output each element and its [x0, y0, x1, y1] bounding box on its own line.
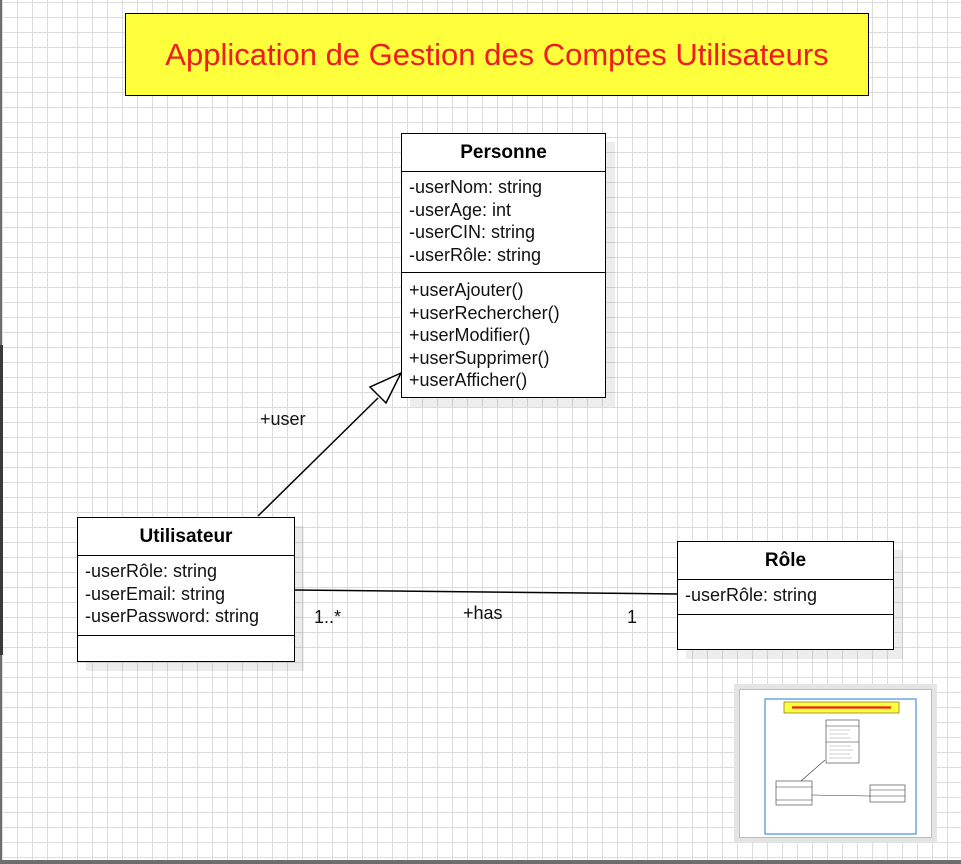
generalization-arrowhead [368, 371, 403, 405]
attribute-line: -userCIN: string [409, 222, 536, 242]
association-label[interactable]: +has [463, 603, 503, 623]
diagram-title: Application de Gestion des Comptes Utili… [165, 36, 829, 72]
method-line: +userSupprimer() [409, 347, 550, 368]
attribute-line: -userNom: string [409, 177, 543, 197]
class-role-name: Rôle [678, 542, 893, 580]
attribute-line: -userPassword: string [85, 606, 260, 626]
attribute-line: -userRôle: string [409, 244, 542, 265]
class-personne[interactable]: Personne -userNom: string -userAge: int … [401, 133, 606, 398]
class-role-methods [678, 615, 893, 623]
attribute-line: -userEmail: string [85, 583, 226, 604]
class-personne-methods: +userAjouter() +userRechercher() +userMo… [402, 273, 605, 396]
diagram-title-box[interactable]: Application de Gestion des Comptes Utili… [125, 13, 869, 96]
method-line: +userAjouter() [409, 280, 524, 300]
class-utilisateur-methods [78, 636, 294, 644]
method-line: +userRechercher() [409, 302, 560, 323]
class-utilisateur-name: Utilisateur [78, 518, 294, 556]
class-role-attributes: -userRôle: string [678, 580, 893, 615]
source-multiplicity-label[interactable]: 1..* [314, 607, 342, 627]
target-multiplicity-label[interactable]: 1 [627, 607, 638, 627]
diagram-outline-minimap[interactable] [739, 689, 932, 838]
canvas-left-border-shadow [0, 345, 3, 655]
class-personne-name: Personne [402, 134, 605, 172]
method-line: +userModifier() [409, 325, 531, 345]
generalization-label[interactable]: +user [260, 409, 306, 429]
attribute-line: -userRôle: string [85, 561, 218, 581]
class-utilisateur-attributes: -userRôle: string -userEmail: string -us… [78, 556, 294, 636]
canvas-bottom-border [0, 860, 961, 864]
class-personne-attributes: -userNom: string -userAge: int -userCIN:… [402, 172, 605, 273]
attribute-line: -userAge: int [409, 199, 512, 220]
minimap-preview [764, 698, 917, 835]
attribute-line: -userRôle: string [685, 585, 818, 605]
class-utilisateur[interactable]: Utilisateur -userRôle: string -userEmail… [77, 517, 295, 662]
method-line: +userAfficher() [409, 370, 528, 390]
association-line [294, 589, 679, 595]
class-role[interactable]: Rôle -userRôle: string [677, 541, 894, 650]
